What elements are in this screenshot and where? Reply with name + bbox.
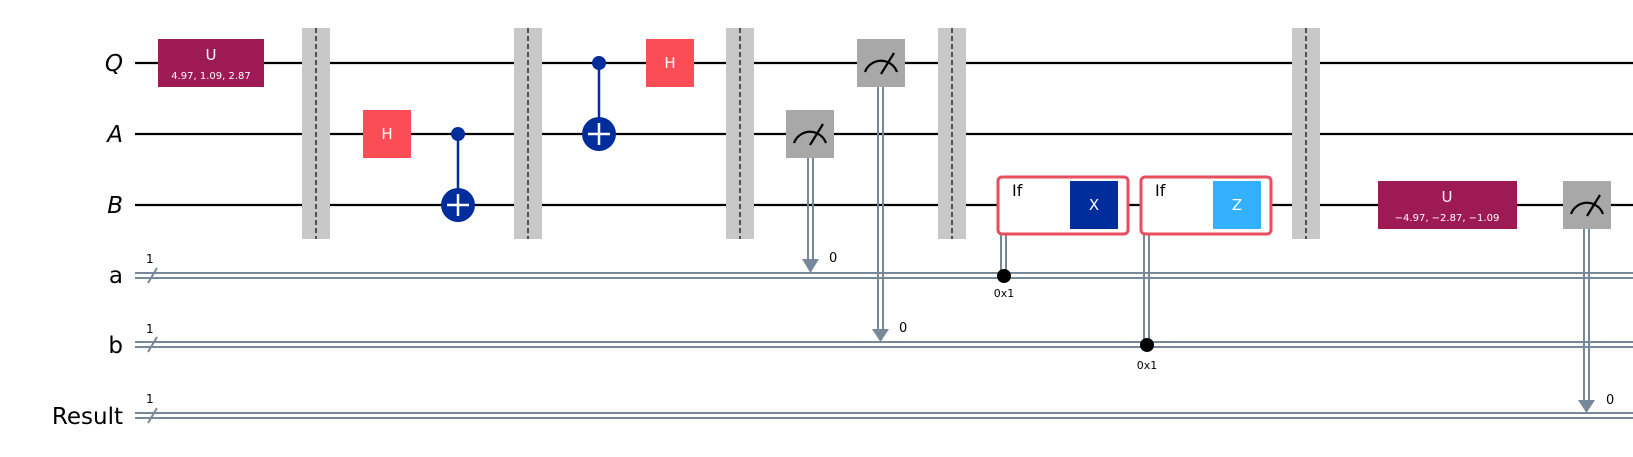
- measure-q0-to-c1: 0: [857, 39, 907, 342]
- wire-label-c0: a: [109, 263, 123, 289]
- wire-label-c1: b: [108, 333, 123, 359]
- condition-value: 0x1: [994, 287, 1015, 300]
- wire-c2: [135, 412, 1633, 419]
- measure-bit-index: 0: [899, 321, 907, 336]
- u-gate-q0: U 4.97, 1.09, 2.87: [158, 39, 264, 87]
- wire-label-q1: A: [105, 122, 123, 148]
- measure-bit-index: 0: [829, 251, 837, 266]
- x-gate-label: X: [1089, 196, 1099, 214]
- cnot-q1-q2: [441, 127, 475, 222]
- register-size-c0: 1: [146, 252, 154, 266]
- barrier-5: [1292, 28, 1320, 239]
- cnot-control-dot: [592, 56, 606, 70]
- z-gate: [1213, 181, 1261, 229]
- if-label: If: [1155, 181, 1166, 200]
- u-gate-params: 4.97, 1.09, 2.87: [171, 71, 251, 82]
- wire-label-q0: Q: [105, 51, 123, 77]
- condition-dot: [1140, 338, 1154, 352]
- h-gate-label: H: [381, 125, 392, 143]
- register-size-c2: 1: [146, 392, 154, 406]
- barrier-4: [938, 28, 966, 239]
- wire-c1: [135, 341, 1633, 348]
- wire-label-q2: B: [107, 193, 123, 219]
- measure-q1-to-c0: 0: [786, 110, 837, 273]
- u-gate-label: U: [1442, 188, 1453, 206]
- z-gate-label: Z: [1232, 196, 1242, 214]
- if-else-box-z: 0x1 If Z: [1137, 175, 1273, 372]
- u-gate-params: −4.97, −2.87, −1.09: [1395, 213, 1500, 224]
- x-gate: [1070, 181, 1118, 229]
- h-gate-q0: H: [646, 39, 694, 87]
- register-size-c1: 1: [146, 322, 154, 336]
- if-label: If: [1012, 181, 1023, 200]
- barrier-1: [302, 28, 330, 239]
- condition-value: 0x1: [1137, 359, 1158, 372]
- h-gate-q1: H: [363, 110, 411, 158]
- barrier-2: [514, 28, 542, 239]
- cnot-q0-q1: [582, 56, 616, 151]
- if-else-box-x: 0x1 If X: [994, 175, 1130, 300]
- register-slashes: [147, 267, 158, 424]
- wire-label-c2: Result: [52, 404, 123, 430]
- barrier-3: [726, 28, 754, 239]
- condition-dot: [997, 269, 1011, 283]
- u-gate-q2: U −4.97, −2.87, −1.09: [1378, 181, 1517, 229]
- measure-q2-to-c2: 0: [1563, 181, 1614, 413]
- cnot-control-dot: [451, 127, 465, 141]
- h-gate-label: H: [664, 54, 675, 72]
- measure-bit-index: 0: [1606, 393, 1614, 408]
- u-gate-label: U: [206, 46, 217, 64]
